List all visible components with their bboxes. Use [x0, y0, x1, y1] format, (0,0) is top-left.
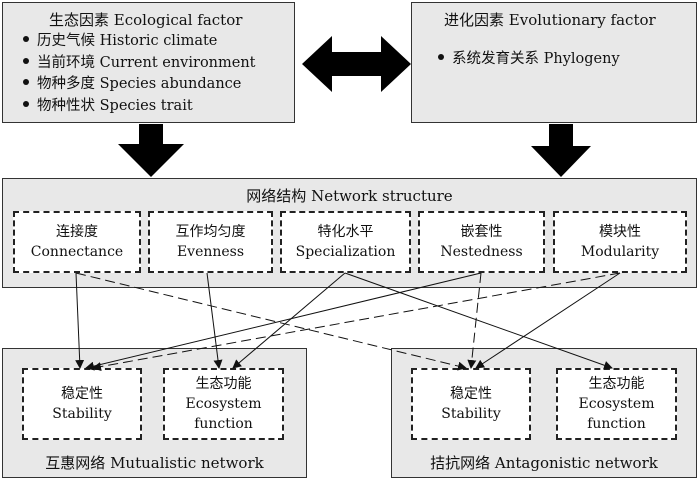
down-arrow-left-icon	[118, 124, 184, 177]
bullet-icon	[23, 79, 29, 85]
evolutionary-item: 系统发育关系 Phylogeny	[438, 49, 620, 71]
ecological-item: 物种性状 Species trait	[23, 96, 256, 118]
mutualistic-network-title: 互惠网络 Mutualistic network	[45, 454, 264, 472]
metric-connectance: 连接度 Connectance	[13, 211, 141, 273]
antagonistic-ecosystem-function: 生态功能 Ecosystem function	[556, 368, 677, 440]
metric-specialization: 特化水平 Specialization	[280, 211, 411, 273]
bullet-icon	[23, 36, 29, 42]
mutualistic-stability: 稳定性 Stability	[22, 368, 142, 440]
network-structure-title: 网络结构 Network structure	[246, 187, 453, 205]
evolutionary-factor-title: 进化因素 Evolutionary factor	[444, 11, 656, 29]
ecological-factor-title: 生态因素 Ecological factor	[49, 11, 243, 29]
bidirectional-arrow-icon	[302, 36, 411, 92]
metric-modularity: 模块性 Modularity	[553, 211, 687, 273]
evolutionary-factor-box: 进化因素 Evolutionary factor 系统发育关系 Phylogen…	[411, 2, 697, 123]
ecological-factor-box: 生态因素 Ecological factor 历史气候 Historic cli…	[2, 2, 295, 123]
ecological-item: 当前环境 Current environment	[23, 53, 256, 75]
bullet-icon	[23, 100, 29, 107]
metric-evenness: 互作均匀度 Evenness	[148, 211, 273, 273]
ecological-item: 历史气候 Historic climate	[23, 31, 256, 53]
metric-nestedness: 嵌套性 Nestedness	[418, 211, 545, 273]
evolutionary-factor-list: 系统发育关系 Phylogeny	[438, 49, 620, 71]
bullet-icon	[438, 54, 444, 60]
mutualistic-ecosystem-function: 生态功能 Ecosystem function	[163, 368, 284, 440]
down-arrow-right-icon	[531, 124, 591, 177]
ecological-factor-list: 历史气候 Historic climate 当前环境 Current envir…	[23, 31, 256, 117]
antagonistic-network-title: 拮抗网络 Antagonistic network	[430, 454, 658, 472]
bullet-icon	[23, 57, 29, 64]
antagonistic-stability: 稳定性 Stability	[411, 368, 531, 440]
ecological-item: 物种多度 Species abundance	[23, 74, 256, 96]
